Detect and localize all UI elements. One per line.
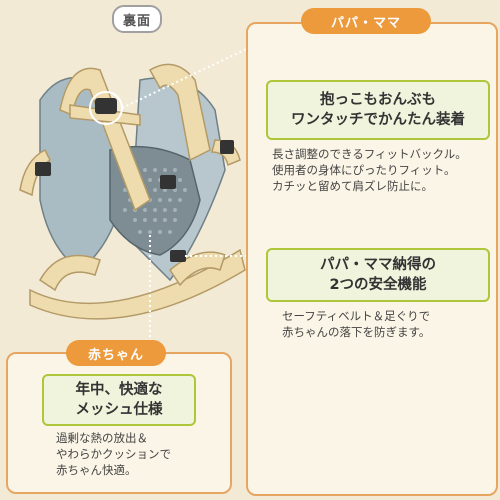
baby-tab: 赤ちゃん	[66, 340, 166, 366]
feature3-desc-line: 赤ちゃん快適。	[56, 463, 137, 477]
feature3-heading-box: 年中、快適な メッシュ仕様	[42, 374, 196, 426]
feature3-desc-line: やわらかクッションで	[56, 447, 171, 461]
feature1-desc-line: 長さ調整のできるフィットバックル。	[272, 147, 467, 161]
shoulder-strap-right	[148, 63, 211, 162]
shoulder-strap-left	[59, 67, 151, 212]
back-side-label: 裏面	[112, 5, 162, 33]
papa-mama-tab: パパ・ママ	[301, 8, 431, 34]
feature2-description: セーフティベルト＆足ぐりで 赤ちゃんの落下を防ぎます。	[282, 308, 492, 340]
buckle-mid	[160, 175, 176, 189]
feature1-title-line2: ワンタッチでかんたん装着	[291, 112, 465, 128]
buckle-right	[220, 140, 234, 154]
leg-loop-left	[39, 254, 101, 292]
waist-belt	[29, 248, 246, 320]
feature2-heading-box: パパ・ママ納得の 2つの安全機能	[266, 248, 490, 302]
feature1-desc-line: 使用者の身体にぴったりフィット。	[272, 163, 456, 177]
buckle-chest	[95, 98, 117, 114]
feature2-title-line2: 2つの安全機能	[329, 277, 427, 293]
buckle-left	[35, 162, 51, 176]
feature1-desc-line: カチッと留めて肩ズレ防止に。	[272, 179, 433, 193]
feature2-desc-line: セーフティベルト＆足ぐりで	[282, 309, 431, 323]
feature3-description: 過剰な熱の放出＆ やわらかクッションで 赤ちゃん快適。	[56, 430, 226, 478]
feature1-heading-box: 抱っこもおんぶも ワンタッチでかんたん装着	[266, 80, 490, 140]
feature1-title-line1: 抱っこもおんぶも	[320, 92, 436, 108]
baby-carrier-back-illustration	[19, 44, 256, 340]
feature1-description: 長さ調整のできるフィットバックル。 使用者の身体にぴったりフィット。 カチッと留…	[272, 146, 492, 194]
feature3-title-line2: メッシュ仕様	[75, 402, 163, 418]
feature2-title-line1: パパ・ママ納得の	[320, 257, 436, 273]
feature2-desc-line: 赤ちゃんの落下を防ぎます。	[282, 325, 431, 339]
feature3-desc-line: 過剰な熱の放出＆	[56, 431, 148, 445]
buckle-waist	[170, 250, 186, 262]
feature3-title-line1: 年中、快適な	[75, 382, 163, 398]
